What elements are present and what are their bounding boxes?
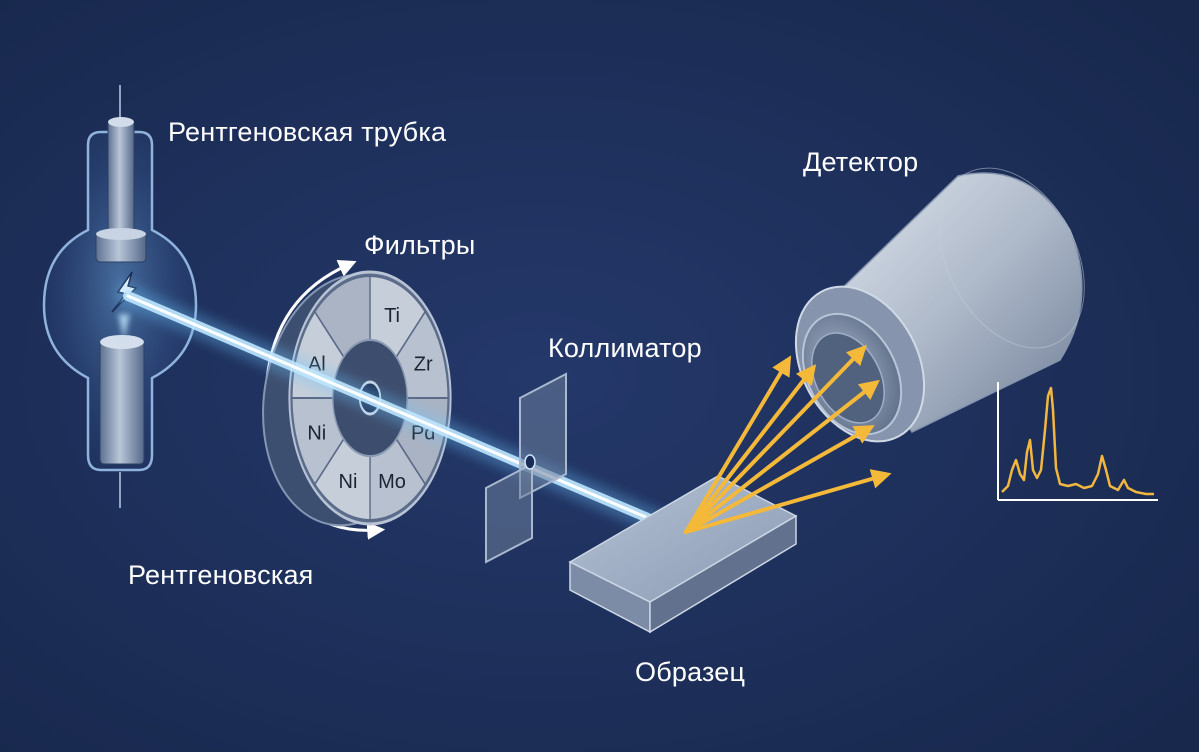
tube-label: Рентгеновская трубка [168,117,447,147]
filter-segment-label: Ti [384,305,400,327]
fluorescence-rays [684,344,892,534]
filter-segment-label: Zr [414,354,433,376]
sample [568,475,798,634]
filter-segment-label: Mo [378,471,406,493]
fluorescence-arrow [684,344,867,534]
spectrum-line [1001,386,1154,496]
filter-segment-label: Ni [339,471,358,493]
primary-beam [117,285,700,541]
filter-segment-label: Ni [307,422,326,444]
fluorescence-arrow [684,469,892,534]
fluorescence-arrow [684,425,875,534]
xray-label: Рентгеновская [128,560,314,590]
collimator [485,372,567,564]
detector-label: Детектор [803,147,919,177]
fluorescence-arrow [684,364,817,534]
filters-label: Фильтры [364,230,476,260]
spectrum-plot [997,382,1158,501]
sample-label: Образец [635,657,746,687]
collimator-label: Коллиматор [548,333,702,363]
fluorescence-arrow [684,379,880,534]
fluorescence-arrow [684,355,792,534]
